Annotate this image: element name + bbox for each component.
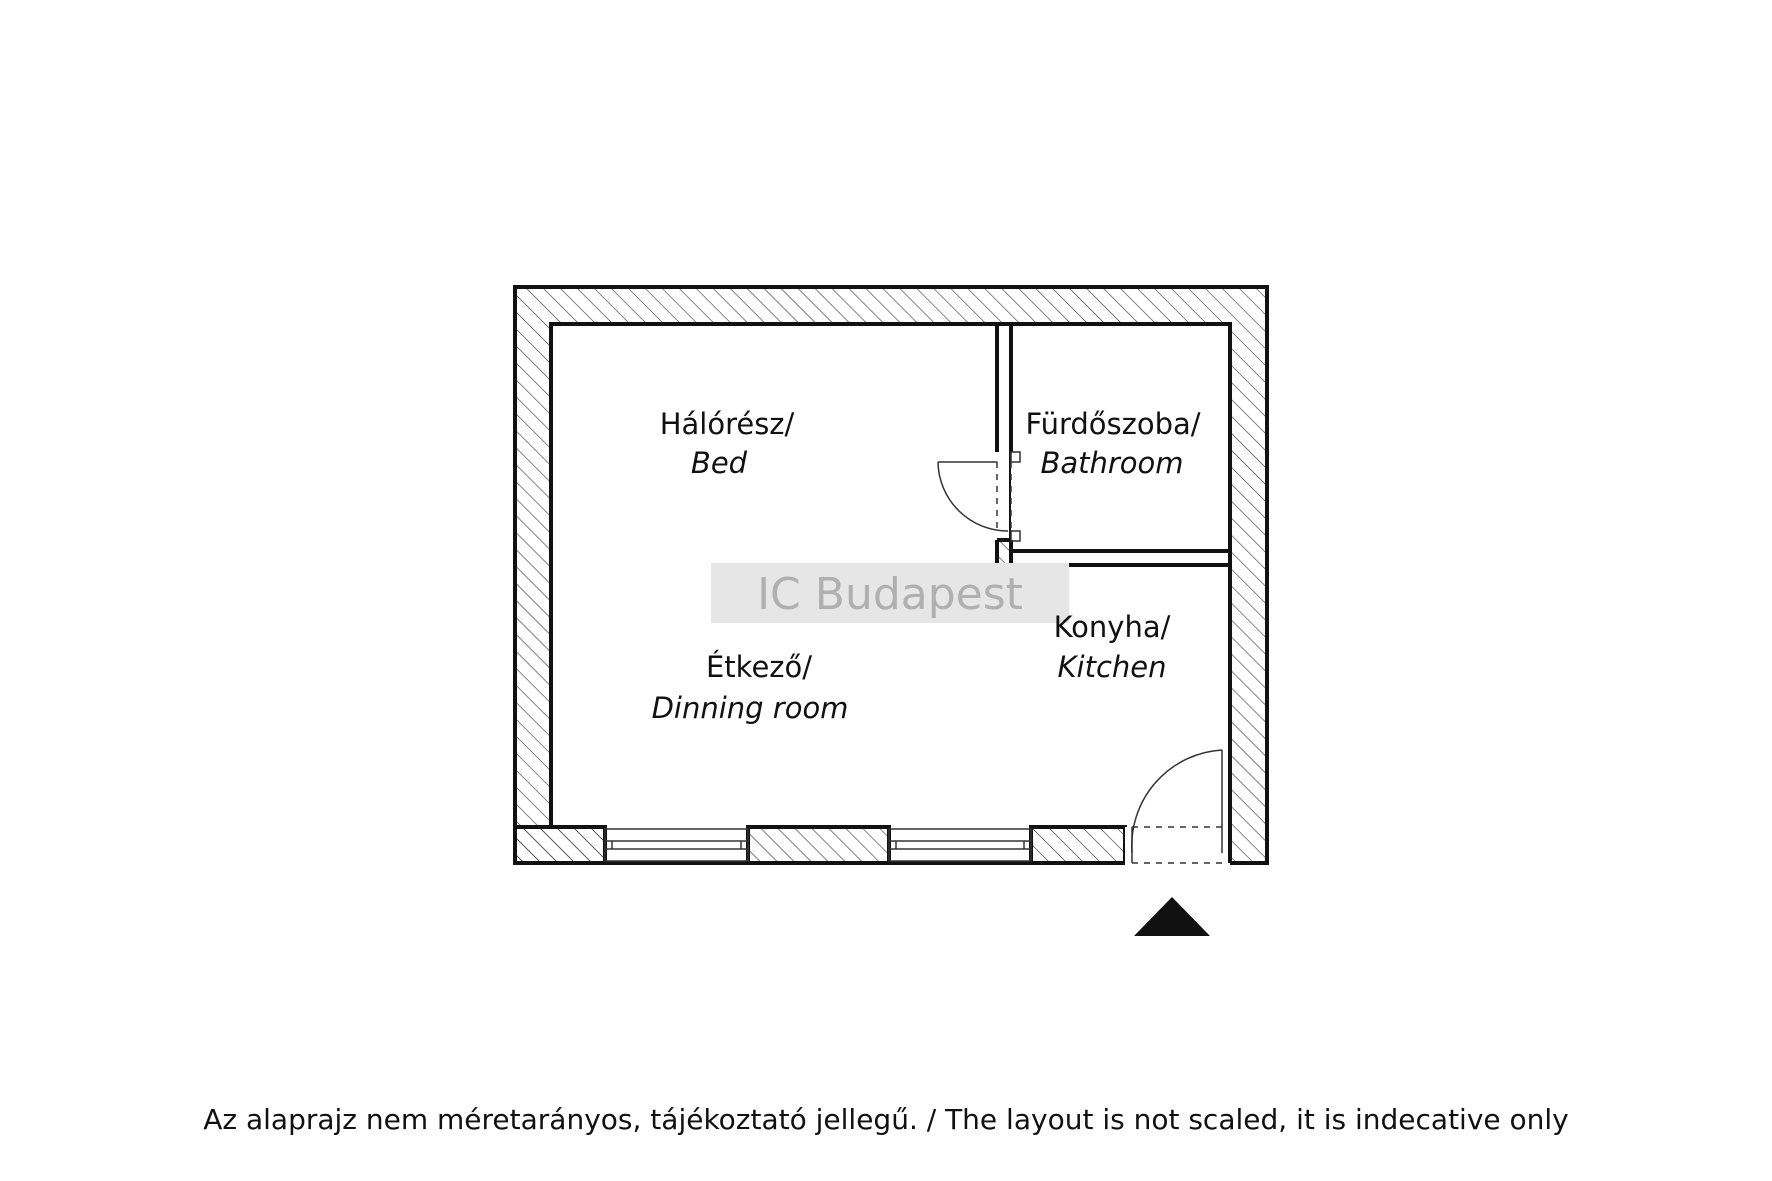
- room-label-bathroom-hu: Fürdőszoba/: [1025, 407, 1200, 441]
- wall-lines: [513, 285, 1269, 865]
- watermark: IC Budapest: [711, 563, 1069, 623]
- room-label-dining-hu: Étkező/: [706, 650, 812, 684]
- bottom-wall-piers: [513, 825, 1232, 865]
- window-right: [888, 828, 1032, 862]
- window-left: [604, 828, 749, 862]
- entrance-door: [1130, 749, 1223, 864]
- bathroom-door: [937, 451, 1021, 542]
- room-label-kitchen-hu: Konyha/: [1054, 610, 1171, 644]
- room-label-bed-en: Bed: [691, 446, 748, 480]
- room-label-bed-hu: Hálórész/: [660, 407, 795, 441]
- watermark-text: IC Budapest: [757, 569, 1023, 620]
- entrance-arrow-icon: [1134, 897, 1210, 936]
- room-label-dining-en: Dinning room: [652, 691, 849, 725]
- room-label-kitchen-en: Kitchen: [1058, 650, 1167, 684]
- disclaimer-text: Az alaprajz nem méretarányos, tájékoztat…: [203, 1103, 1569, 1136]
- room-label-bathroom-en: Bathroom: [1040, 446, 1183, 480]
